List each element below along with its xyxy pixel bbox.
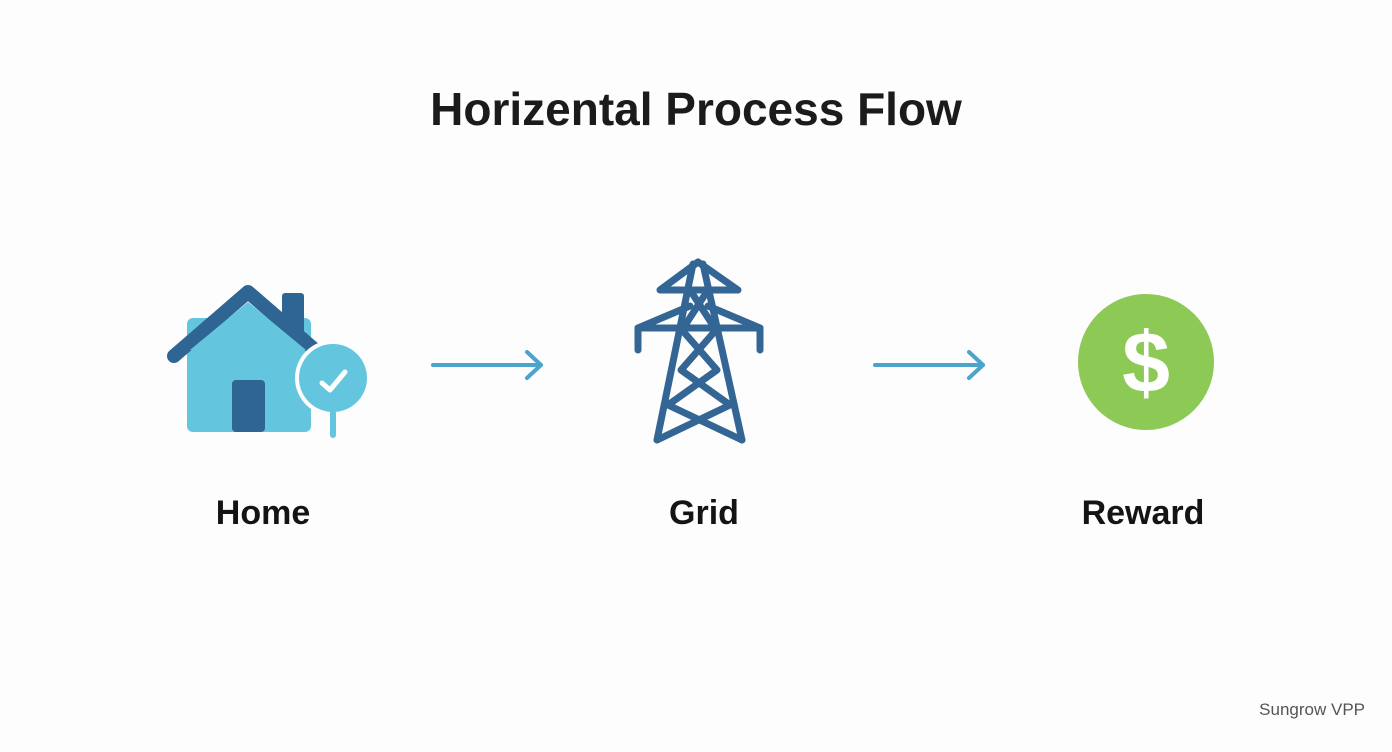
dollar-coin-icon: $ bbox=[1078, 294, 1214, 430]
svg-text:$: $ bbox=[1122, 315, 1170, 411]
transmission-tower-icon bbox=[634, 258, 764, 444]
footer-brand: Sungrow VPP bbox=[1259, 700, 1365, 719]
step-label-reward: Reward bbox=[1081, 494, 1205, 532]
step-label-grid: Grid bbox=[669, 494, 739, 532]
step-label-home: Home bbox=[215, 494, 311, 532]
diagram-title: Horizental Process Flow bbox=[430, 83, 962, 135]
arrow-icon bbox=[431, 350, 543, 380]
arrow-icon bbox=[873, 350, 985, 380]
house-check-icon bbox=[167, 285, 371, 438]
